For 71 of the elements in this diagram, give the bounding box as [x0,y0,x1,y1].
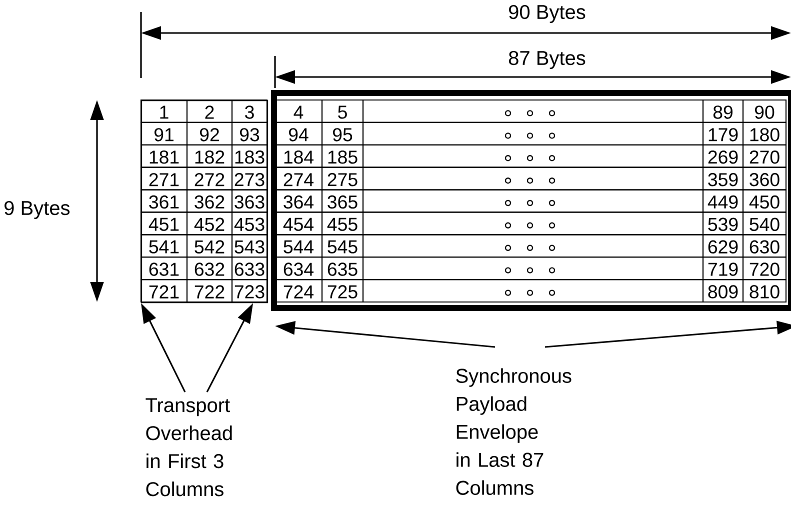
table-cell: 185 [321,144,364,168]
table-cell: 274 [274,166,323,190]
table-cell: 94 [274,122,323,146]
table-cell: 2 [186,99,233,123]
table-cell: 179 [702,122,744,146]
table-cell: 365 [321,189,364,213]
table-cell: 362 [186,189,233,213]
table-cell: 1 [140,99,188,123]
table-cell: 359 [702,166,744,190]
table-cell: 182 [186,144,233,168]
table-cell: 93 [231,122,268,146]
table-cell: 725 [321,279,364,303]
table-cell: 273 [231,166,268,190]
caption-text: Transport Overhead in First 3 Columns [146,398,232,496]
table-cell: 631 [140,256,188,280]
table-cell: 364 [274,189,323,213]
table-cell: 360 [742,166,787,190]
table-cell: 271 [140,166,188,190]
table-cell: 272 [186,166,233,190]
table-cell: 95 [321,122,364,146]
table-cell: 183 [231,144,268,168]
dimension-label: 9 Bytes [4,200,70,220]
table-cell: 453 [231,212,268,236]
table-cell: 634 [274,256,323,280]
table-cell: 720 [742,256,787,280]
table-cell: 633 [231,256,268,280]
table-cell: 361 [140,189,188,213]
caption-text: Synchronous Payload Envelope in Last 87 Columns [456,368,572,495]
payload-frame [271,90,791,311]
leader-arrow [544,320,791,348]
table-cell: 539 [702,212,744,236]
table-cell: 270 [742,144,787,168]
table-cell: 545 [321,234,364,258]
table-cell: 449 [702,189,744,213]
table-cell: 269 [702,144,744,168]
table-cell: 3 [231,99,268,123]
table-cell: 180 [742,122,787,146]
dimension-label: 87 Bytes [506,50,588,70]
table-cell: 632 [186,256,233,280]
table-cell: 452 [186,212,233,236]
table-cell: 544 [274,234,323,258]
table-cell: 451 [140,212,188,236]
table-cell: 724 [274,279,323,303]
table-cell: 809 [702,279,744,303]
table-cell: 721 [140,279,188,303]
table-cell: 635 [321,256,364,280]
table-cell: 454 [274,212,323,236]
table-cell: 723 [231,279,268,303]
table-cell: 450 [742,189,787,213]
table-cell: 455 [321,212,364,236]
table-cell: 542 [186,234,233,258]
table-cell: 181 [140,144,188,168]
table-cell: 629 [702,234,744,258]
table-cell: 89 [702,99,744,123]
table-cell: 91 [140,122,188,146]
table-cell: 5 [321,99,364,123]
table-cell: 184 [274,144,323,168]
table-cell: 4 [274,99,323,123]
table-cell: 363 [231,189,268,213]
table-cell: 719 [702,256,744,280]
table-cell: 722 [186,279,233,303]
dimension-label: 90 Bytes [506,4,588,24]
table-cell: 90 [742,99,787,123]
overhead-block [141,100,268,304]
table-cell: 541 [140,234,188,258]
table-cell: 543 [231,234,268,258]
table-cell: 275 [321,166,364,190]
table-cell: 92 [186,122,233,146]
table-cell: 630 [742,234,787,258]
table-cell: 540 [742,212,787,236]
table-cell: 810 [742,279,787,303]
